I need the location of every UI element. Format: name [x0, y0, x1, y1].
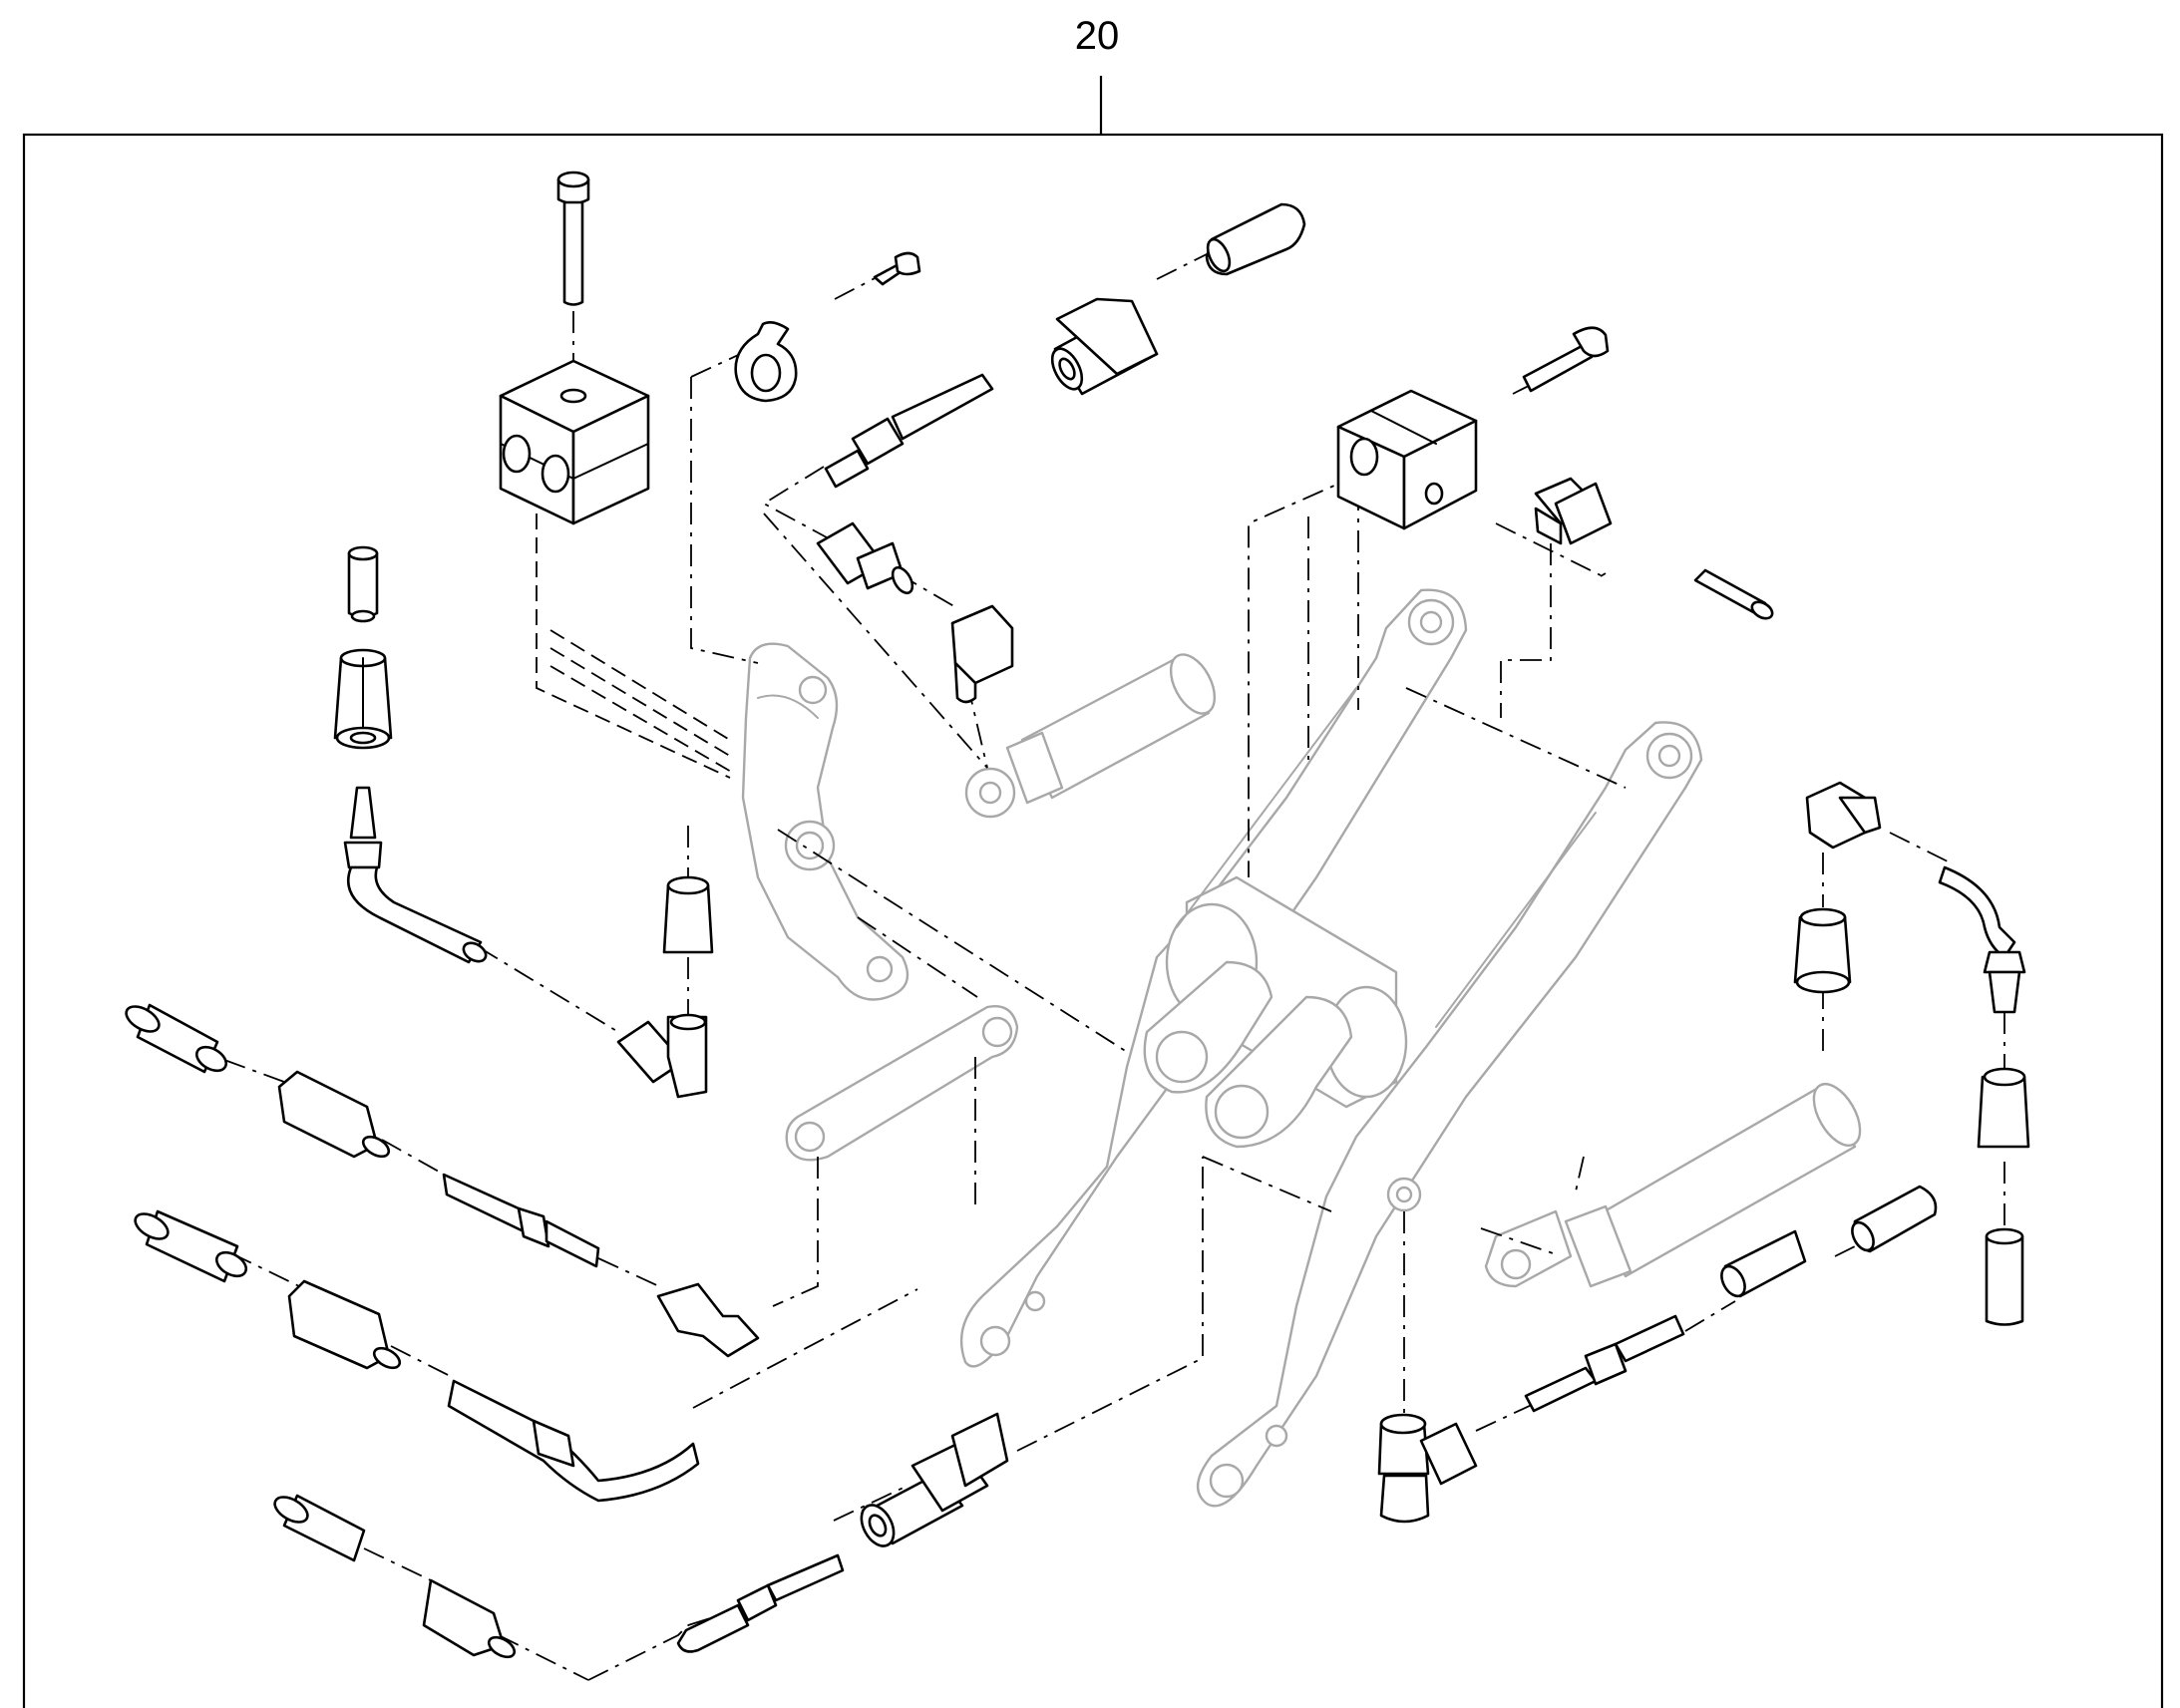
p-clip: [734, 321, 798, 403]
tilt-link: [785, 1005, 1019, 1162]
cylinder-clevis: [1484, 1209, 1573, 1288]
hose-clamp-block: [1336, 389, 1478, 530]
arm-pivot-bore: [1419, 610, 1443, 634]
bell-crank-edge: [757, 694, 819, 719]
right-hose-assembly: [1793, 781, 2030, 1326]
arm-edge-line: [1435, 812, 1597, 1028]
bell-crank-body: [741, 642, 909, 1001]
cylinder-rod-eye-bore: [978, 781, 1002, 805]
upper-hydraulic-cylinder: [964, 653, 1217, 819]
assembly-frame: [22, 133, 2164, 1708]
cylinder-clevis-bore: [1500, 1248, 1532, 1280]
hose-clamp-block: [499, 359, 650, 525]
elbow-fitting: [1534, 477, 1613, 545]
bell-crank-bore: [798, 675, 828, 705]
socket-head-cap-screw: [556, 171, 590, 306]
link-plate-bore: [1214, 1084, 1270, 1140]
bell-crank: [741, 642, 909, 1001]
hose-assembly-row-1: [125, 1003, 760, 1358]
bell-crank-bore: [795, 831, 825, 860]
hydraulic-hose-fitting: [824, 202, 1306, 489]
arm-lower-eye: [1209, 1463, 1245, 1499]
arm-pivot-bore: [1657, 744, 1681, 768]
tilt-link-bar: [785, 1005, 1019, 1162]
tube-stub: [1693, 568, 1774, 620]
arm-lower-hole: [1024, 1290, 1046, 1312]
arm-edge-line: [1176, 687, 1357, 928]
hose-assembly-right: [1524, 1185, 1938, 1413]
right-lift-arm: [1197, 721, 1703, 1508]
elbow-adapter: [950, 604, 1014, 704]
cylinder-gland: [1564, 1204, 1633, 1288]
straight-adapter: [816, 521, 914, 595]
lower-hydraulic-cylinder: [1484, 1083, 1862, 1288]
hose-assembly-row-2: [134, 1209, 700, 1503]
tilt-link-eye: [981, 1016, 1013, 1048]
hose-assembly-row-3: [273, 1494, 845, 1659]
elbow-fitting: [1377, 1413, 1478, 1524]
cylinder-end-cap: [1169, 653, 1217, 715]
socket-head-cap-screw: [1522, 326, 1610, 393]
link-plate-bore: [1155, 1030, 1209, 1084]
left-hose-assembly: [333, 545, 488, 964]
arm-lower-hole: [1265, 1424, 1288, 1448]
cylinder-end-cap: [1812, 1083, 1862, 1147]
small-cap-screw: [873, 251, 921, 286]
bulkhead-fitting: [860, 1412, 1009, 1547]
assembly-callout-number: 20: [1074, 14, 1120, 58]
cylinder-gland: [1005, 731, 1064, 805]
arm-bushing-bore: [1395, 1186, 1413, 1203]
lift-arm-assembly: [959, 588, 1703, 1508]
assembly-leader-lines: [223, 227, 2005, 1681]
bell-crank-bore: [866, 955, 894, 983]
elbow-fitting: [616, 875, 714, 1099]
arm-lower-eye: [979, 1325, 1011, 1357]
tilt-link-eye: [794, 1121, 826, 1153]
